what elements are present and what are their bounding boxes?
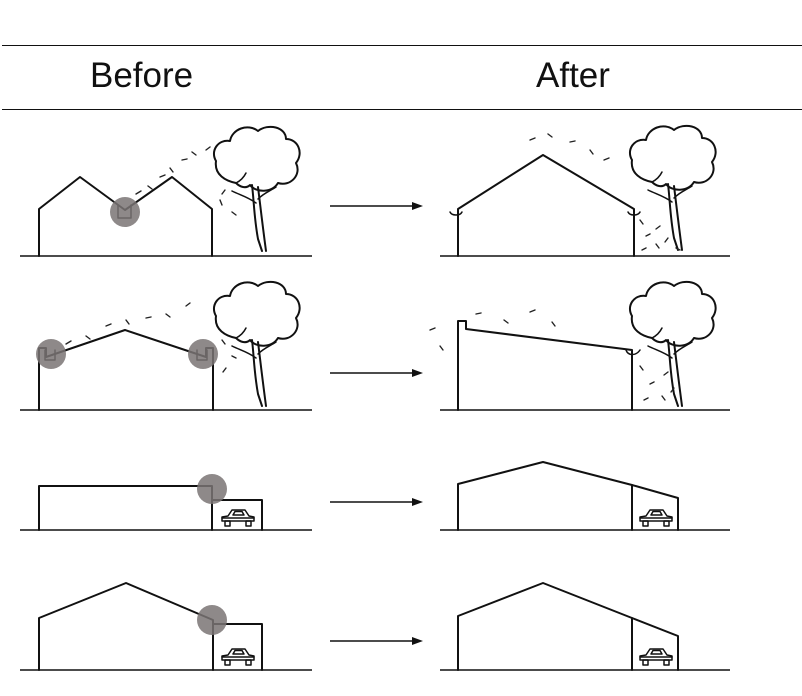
tree-icon <box>628 124 717 251</box>
arrow-right-icon <box>329 368 424 378</box>
row-4-before <box>20 582 312 671</box>
car-icon <box>221 648 255 666</box>
problem-spot <box>36 339 66 369</box>
row-1-after <box>440 124 730 257</box>
skillion-roof-house <box>457 320 633 411</box>
eave-gutter-left <box>449 211 463 216</box>
falling-leaves-icon <box>429 309 675 401</box>
extended-roof-carport <box>631 617 679 671</box>
header-rule-bottom <box>2 109 802 110</box>
header-rule-top <box>2 45 802 46</box>
tree-icon <box>212 280 301 407</box>
falling-leaves-icon <box>529 133 681 251</box>
extended-roof-carport <box>631 484 679 531</box>
gable-house <box>38 582 214 671</box>
row-4-after <box>440 582 730 671</box>
falling-leaves-icon <box>65 302 237 373</box>
tree-icon <box>628 280 717 407</box>
gable-house <box>457 582 633 671</box>
eave-gutter <box>625 349 641 356</box>
car-icon <box>639 648 673 666</box>
row-1-before <box>20 125 312 257</box>
car-icon <box>639 509 673 527</box>
row-3-before <box>20 474 312 531</box>
single-gable-house <box>457 154 635 257</box>
problem-spot <box>188 339 218 369</box>
arrow-right-icon <box>329 497 424 507</box>
eave-gutter-right <box>627 211 641 216</box>
arrow-right-icon <box>329 201 424 211</box>
parapet-house <box>38 329 214 411</box>
problem-spot <box>197 605 227 635</box>
after-heading: After <box>536 56 610 95</box>
carport <box>212 623 263 671</box>
row-2-after <box>429 280 730 411</box>
carport <box>211 499 263 531</box>
flat-roof-house <box>38 485 213 531</box>
car-icon <box>221 509 255 527</box>
row-3-after <box>440 461 730 531</box>
problem-spot <box>197 474 227 504</box>
row-2-before <box>20 280 312 411</box>
falling-leaves-icon <box>135 146 237 216</box>
gable-house <box>457 461 633 531</box>
before-heading: Before <box>90 56 194 95</box>
tree-icon <box>212 125 301 252</box>
arrow-right-icon <box>329 636 424 646</box>
problem-spot <box>110 197 140 227</box>
